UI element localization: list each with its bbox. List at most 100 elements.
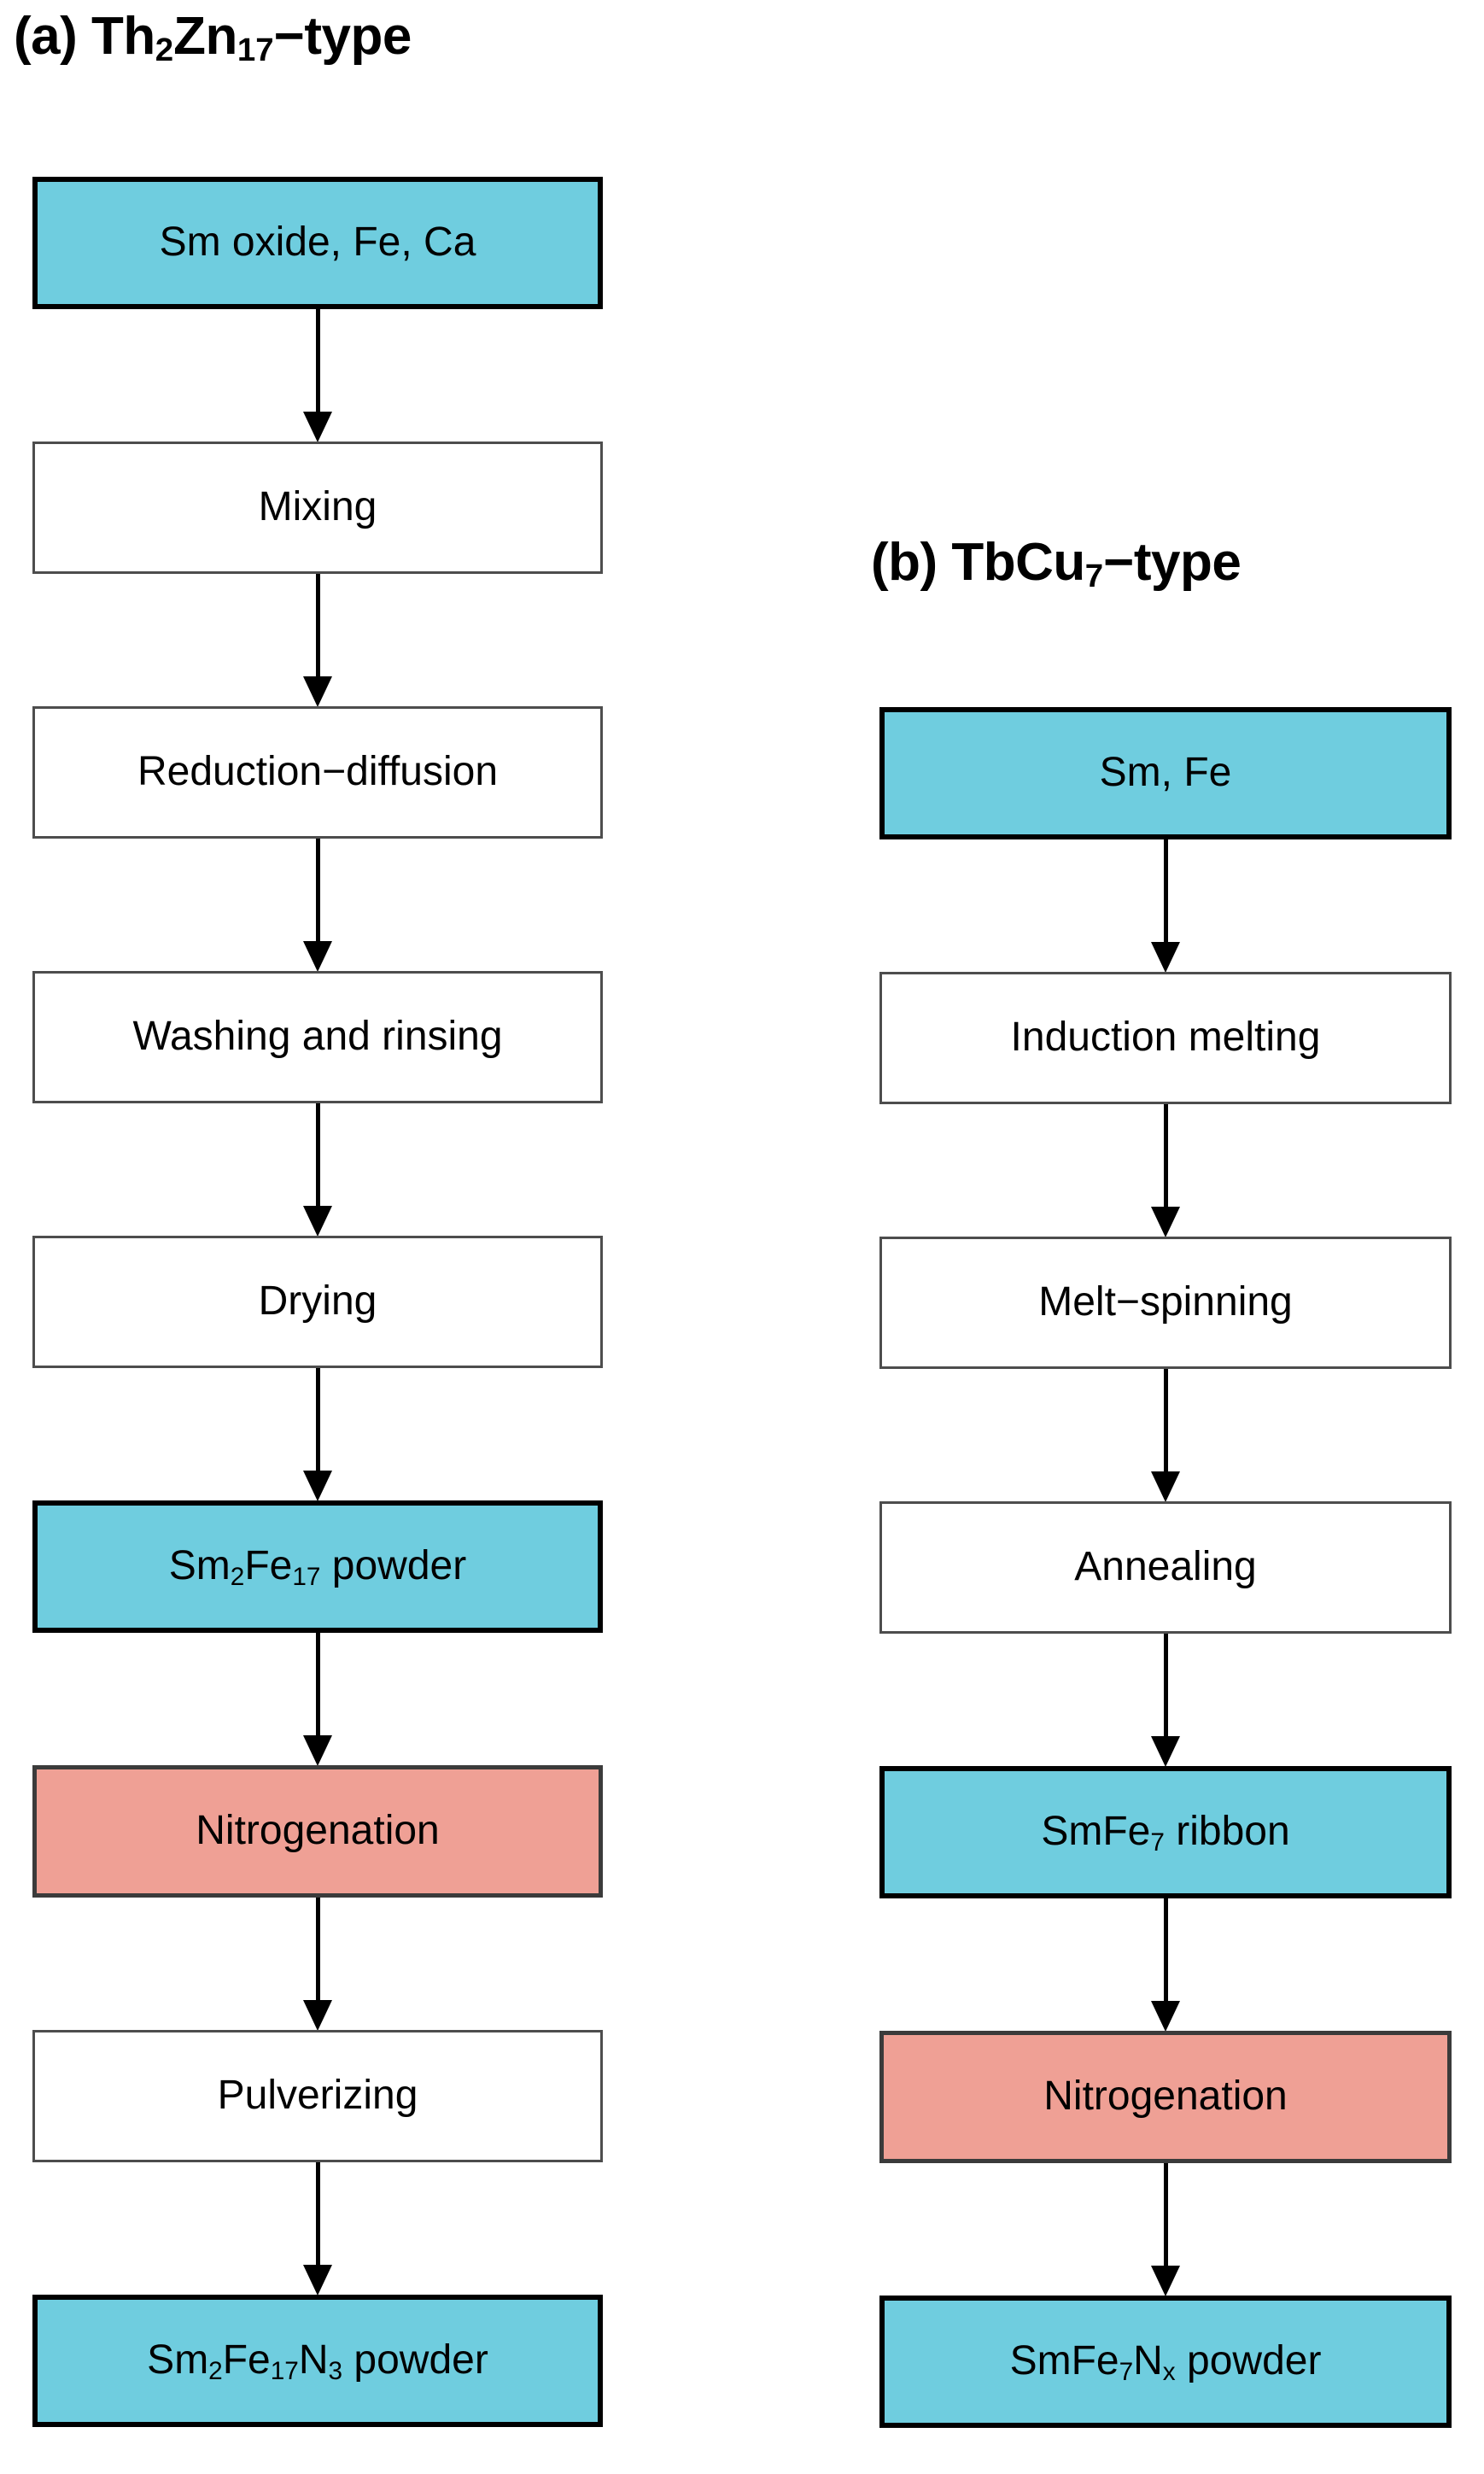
down-arrow-icon [303, 2265, 332, 2296]
flow-node-a-5-label-segment-0: Drying [258, 1278, 377, 1325]
down-arrow-icon [303, 2000, 332, 2031]
arrow-shaft [1164, 2163, 1168, 2272]
flow-node-a-9-label-subscript-0: 2 [208, 2357, 223, 2386]
flow-node-a-3[interactable]: Reduction−diffusion [32, 706, 603, 839]
panel-a-title-subscript-1: 17 [237, 32, 274, 69]
down-arrow-icon [1151, 1207, 1180, 1237]
flow-arrow-a-7 [32, 1898, 603, 2031]
flow-node-a-6-label-segment-0: Sm [168, 1543, 231, 1589]
flow-arrow-a-6 [32, 1633, 603, 1766]
flow-node-label: Melt−spinning [1038, 1281, 1293, 1324]
flow-node-label: Sm oxide, Fe, Ca [160, 221, 476, 264]
flow-node-a-8[interactable]: Pulverizing [32, 2030, 603, 2162]
flow-node-b-1[interactable]: Sm, Fe [879, 707, 1452, 839]
flow-node-a-7[interactable]: Nitrogenation [32, 1765, 603, 1898]
flow-node-b-1-label-segment-0: Sm, Fe [1099, 750, 1232, 796]
down-arrow-icon [1151, 2266, 1180, 2296]
flow-node-b-3[interactable]: Melt−spinning [879, 1237, 1452, 1369]
flow-node-b-7-label-segment-2: powder [1175, 2338, 1322, 2384]
panel-a-title-subscript-0: 2 [155, 32, 174, 69]
flow-arrow-a-8 [32, 2162, 603, 2296]
flow-node-b-5-label-segment-0: SmFe [1041, 1809, 1151, 1855]
arrow-shaft [1164, 1369, 1168, 1478]
flow-node-a-5[interactable]: Drying [32, 1236, 603, 1368]
arrow-shaft [1164, 1898, 1168, 2008]
flow-node-label: Drying [259, 1280, 377, 1323]
flow-node-a-7-label-segment-0: Nitrogenation [196, 1808, 440, 1854]
flow-node-a-9-label-segment-3: powder [342, 2337, 488, 2383]
flow-node-b-5-label-subscript-0: 7 [1150, 1828, 1165, 1857]
flow-node-a-6-label-segment-1: Fe [244, 1543, 293, 1589]
flow-node-a-6-label-subscript-1: 17 [292, 1563, 321, 1592]
flow-node-label: Nitrogenation [1043, 2075, 1288, 2118]
panel-b-label: (b) [871, 533, 952, 592]
flow-node-label: SmFe7 ribbon [1041, 1809, 1290, 1857]
flow-node-a-9[interactable]: Sm2Fe17N3 powder [32, 2295, 603, 2427]
panel-b-title-segment-1: −type [1103, 533, 1242, 592]
down-arrow-icon [1151, 1736, 1180, 1767]
flow-node-a-4-label-segment-0: Washing and rinsing [132, 1014, 503, 1060]
down-arrow-icon [303, 941, 332, 972]
flow-arrow-a-4 [32, 1103, 603, 1237]
down-arrow-icon [303, 1206, 332, 1237]
arrow-shaft [316, 1633, 320, 1742]
flow-node-label: Washing and rinsing [132, 1015, 502, 1058]
arrow-shaft [1164, 839, 1168, 949]
down-arrow-icon [1151, 942, 1180, 973]
flow-node-a-1[interactable]: Sm oxide, Fe, Ca [32, 177, 603, 309]
down-arrow-icon [303, 676, 332, 707]
arrow-shaft [316, 1368, 320, 1477]
panel-a-title-segment-1: Zn [173, 7, 237, 66]
arrow-shaft [1164, 1104, 1168, 1214]
flow-node-b-2-label-segment-0: Induction melting [1010, 1015, 1321, 1061]
flow-node-b-4-label-segment-0: Annealing [1074, 1544, 1257, 1590]
flow-node-b-7-label-segment-0: SmFe [1009, 2338, 1119, 2384]
flow-arrow-a-5 [32, 1368, 603, 1501]
flow-node-b-7[interactable]: SmFe7Nx powder [879, 2296, 1452, 2428]
flow-node-a-1-label-segment-0: Sm oxide, Fe, Ca [159, 219, 476, 266]
flow-node-label: Sm2Fe17N3 powder [147, 2337, 488, 2386]
flow-node-b-2[interactable]: Induction melting [879, 972, 1452, 1104]
arrow-shaft [316, 1898, 320, 2007]
flow-node-b-7-label-segment-1: N [1133, 2338, 1163, 2384]
down-arrow-icon [303, 412, 332, 442]
flow-node-a-2[interactable]: Mixing [32, 442, 603, 574]
flow-node-a-8-label-segment-0: Pulverizing [217, 2073, 418, 2119]
flow-node-label: Reduction−diffusion [137, 751, 498, 793]
flow-arrow-b-4 [879, 1634, 1452, 1767]
panel-a-title-segment-0: Th [91, 7, 155, 66]
flow-node-b-5[interactable]: SmFe7 ribbon [879, 1766, 1452, 1898]
flow-arrow-b-6 [879, 2163, 1452, 2296]
flow-node-b-6[interactable]: Nitrogenation [879, 2031, 1452, 2163]
flow-node-b-3-label-segment-0: Melt−spinning [1038, 1279, 1293, 1325]
flow-arrow-a-3 [32, 839, 603, 972]
flow-node-a-6-label-subscript-0: 2 [230, 1563, 245, 1592]
panel-b-title: (b) TbCu7−type [871, 533, 1242, 594]
flow-node-a-9-label-segment-0: Sm [147, 2337, 209, 2383]
flow-node-label: Annealing [1074, 1546, 1257, 1588]
flow-node-a-9-label-subscript-2: 3 [328, 2357, 343, 2386]
flow-node-a-6[interactable]: Sm2Fe17 powder [32, 1500, 603, 1633]
flow-node-a-4[interactable]: Washing and rinsing [32, 971, 603, 1103]
flow-node-a-9-label-segment-1: Fe [222, 2337, 271, 2383]
flow-node-label: Mixing [259, 486, 377, 529]
flow-node-a-9-label-subscript-1: 17 [270, 2357, 299, 2386]
arrow-shaft [316, 574, 320, 683]
flow-node-a-9-label-segment-2: N [298, 2337, 329, 2383]
panel-a-label: (a) [14, 7, 91, 66]
panel-b-title-segment-0: TbCu [951, 533, 1085, 592]
flow-node-b-5-label-segment-1: ribbon [1164, 1809, 1290, 1855]
flow-arrow-b-1 [879, 839, 1452, 973]
flow-node-label: Sm2Fe17 powder [168, 1543, 467, 1592]
flow-node-b-6-label-segment-0: Nitrogenation [1043, 2073, 1288, 2120]
flow-node-b-7-label-subscript-0: 7 [1119, 2358, 1134, 2387]
flow-arrow-b-3 [879, 1369, 1452, 1502]
flow-node-b-4[interactable]: Annealing [879, 1501, 1452, 1634]
flow-node-label: Induction melting [1011, 1016, 1321, 1059]
panel-b-title-subscript-0: 7 [1084, 558, 1104, 595]
down-arrow-icon [303, 1471, 332, 1501]
arrow-shaft [316, 309, 320, 418]
arrow-shaft [316, 839, 320, 948]
flow-node-a-6-label-segment-2: powder [320, 1543, 467, 1589]
